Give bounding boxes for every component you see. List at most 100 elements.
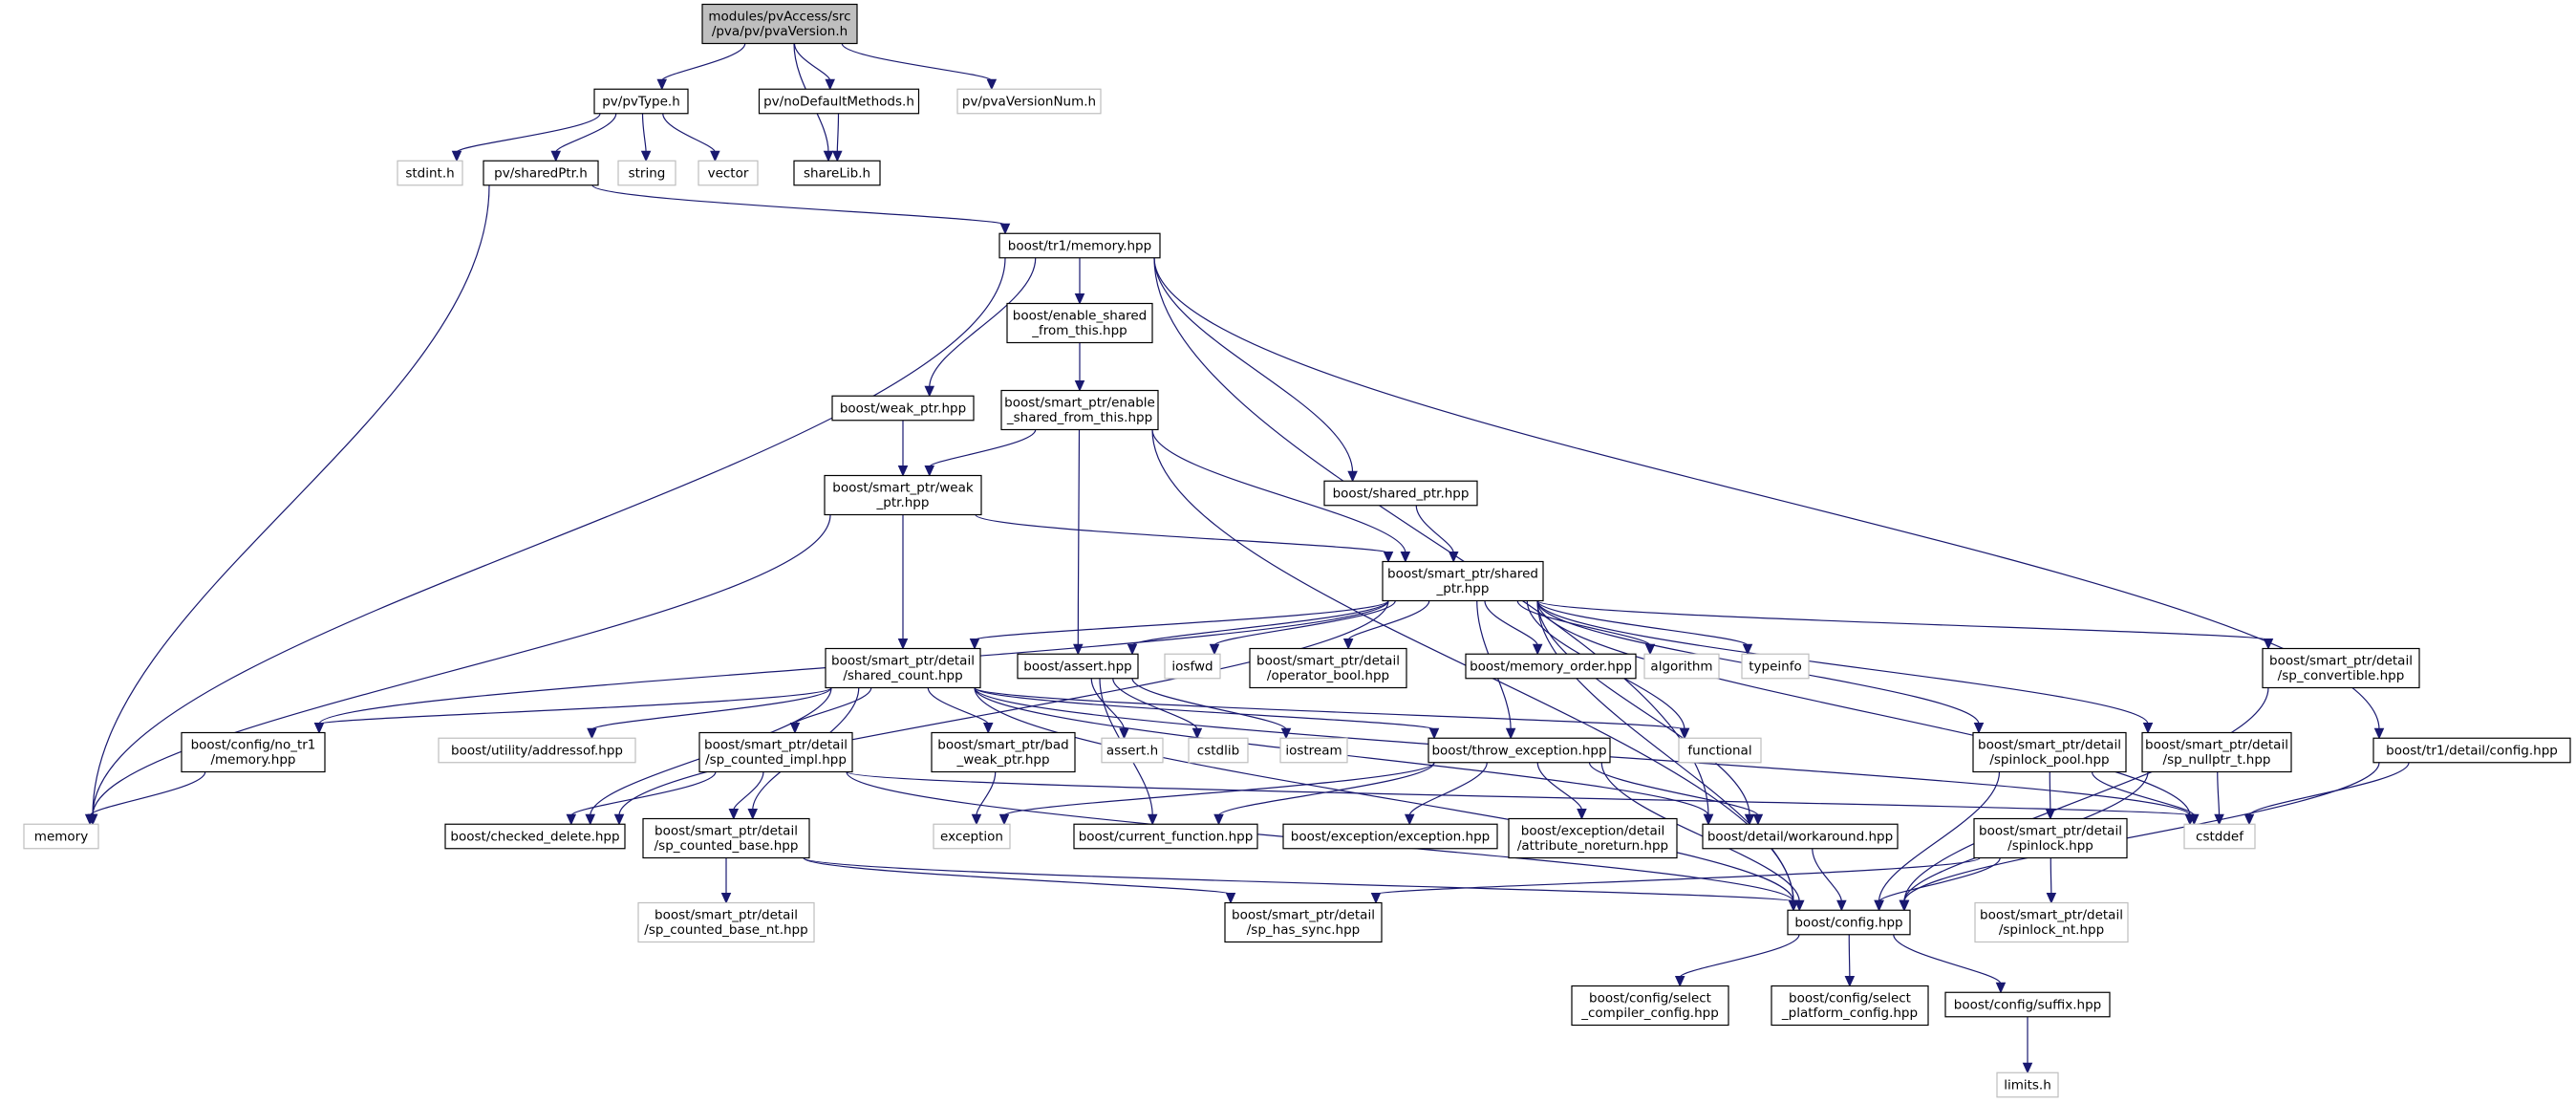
- node-badWeakPtr[interactable]: boost/smart_ptr/bad_weak_ptr.hpp: [931, 731, 1076, 773]
- edge-spSharedPtr-to-spNullptr: [1536, 600, 2154, 734]
- node-throwException[interactable]: boost/throw_exception.hpp: [1428, 737, 1611, 764]
- node-attrNoreturn[interactable]: boost/exception/detail/attribute_noretur…: [1508, 817, 1678, 859]
- edge-spinlock-to-spinlockNt: [2046, 857, 2057, 904]
- node-checkedDelete[interactable]: boost/checked_delete.hpp: [444, 823, 626, 850]
- node-box: [1249, 647, 1407, 689]
- node-spSharedPtr[interactable]: boost/smart_ptr/shared_ptr.hpp: [1382, 560, 1544, 602]
- node-label: boost/smart_ptr/enable: [1004, 396, 1155, 411]
- node-shareLib[interactable]: shareLib.h: [793, 160, 881, 186]
- edge-sharedPtr-to-tr1memory: [591, 184, 1011, 235]
- edge-spinlock-to-configHpp: [1874, 857, 2001, 912]
- node-label: boost/smart_ptr/detail: [2145, 738, 2288, 753]
- node-label: /shared_count.hpp: [843, 668, 962, 683]
- node-tr1memory[interactable]: boost/tr1/memory.hpp: [998, 232, 1161, 259]
- edge-spNullptr-to-cstddef: [2214, 771, 2224, 826]
- node-label: /sp_counted_impl.hpp: [705, 752, 847, 768]
- node-suffix[interactable]: boost/config/suffix.hpp: [1944, 991, 2111, 1018]
- node-label: boost/shared_ptr.hpp: [1333, 486, 1470, 501]
- edge-noTr1memory-to-memory: [84, 771, 206, 826]
- node-noTr1memory[interactable]: boost/config/no_tr1/memory.hpp: [181, 731, 326, 773]
- node-box: [438, 737, 636, 764]
- node-spinlock[interactable]: boost/smart_ptr/detail/spinlock.hpp: [1973, 817, 2128, 859]
- node-label: stdint.h: [405, 165, 454, 181]
- node-label: cstdlib: [1197, 743, 1239, 758]
- node-box: [2372, 737, 2571, 764]
- node-box: [956, 88, 1102, 115]
- node-label: boost/config/select: [1789, 991, 1911, 1007]
- node-label: /attribute_noreturn.hpp: [1517, 838, 1668, 854]
- edge-spSharedPtr-to-operatorBool: [1342, 600, 1430, 650]
- node-box: [617, 160, 676, 186]
- node-label: iosfwd: [1171, 659, 1213, 674]
- node-label: boost/current_function.hpp: [1079, 829, 1254, 844]
- node-memory: memory: [23, 823, 99, 850]
- node-box: [698, 160, 759, 186]
- node-label: shareLib.h: [804, 165, 870, 181]
- node-workaround[interactable]: boost/detail/workaround.hpp: [1702, 823, 1899, 850]
- node-box: [397, 160, 463, 186]
- node-label: boost/exception/exception.hpp: [1291, 829, 1490, 844]
- node-spConvertible[interactable]: boost/smart_ptr/detail/sp_convertible.hp…: [2262, 647, 2420, 689]
- node-sharedPtrHpp[interactable]: boost/shared_ptr.hpp: [1323, 480, 1478, 507]
- node-box: [1678, 737, 1762, 764]
- node-pvType[interactable]: pv/pvType.h: [593, 88, 689, 115]
- node-label: boost/config.hpp: [1794, 915, 1902, 930]
- node-spNullptr[interactable]: boost/smart_ptr/detail/sp_nullptr_t.hpp: [2141, 731, 2292, 773]
- node-label: string: [629, 165, 666, 181]
- node-box: [642, 817, 810, 859]
- node-box: [998, 232, 1161, 259]
- node-assertH: assert.h: [1101, 737, 1164, 764]
- node-selectCompiler[interactable]: boost/config/select_compiler_config.hpp: [1571, 985, 1729, 1027]
- node-label: boost/exception/detail: [1521, 824, 1664, 839]
- node-algorithm: algorithm: [1643, 653, 1720, 680]
- node-tr1config[interactable]: boost/tr1/detail/config.hpp: [2372, 737, 2571, 764]
- node-spEnableShared[interactable]: boost/smart_ptr/enable_shared_from_this.…: [1000, 389, 1159, 431]
- node-spHasSync[interactable]: boost/smart_ptr/detail/sp_has_sync.hpp: [1224, 901, 1383, 943]
- node-root[interactable]: modules/pvAccess/src/pva/pv/pvaVersion.h: [701, 3, 858, 45]
- node-configHpp[interactable]: boost/config.hpp: [1787, 909, 1911, 936]
- node-box: [1428, 737, 1611, 764]
- edge-noDefault-to-shareLib: [832, 113, 843, 162]
- edge-sharedCount-to-spCountedImpl: [789, 687, 872, 734]
- node-label: limits.h: [2004, 1077, 2051, 1093]
- node-label: algorithm: [1650, 659, 1712, 674]
- node-label: _ptr.hpp: [876, 495, 930, 510]
- node-spCountedBase[interactable]: boost/smart_ptr/detail/sp_counted_base.h…: [642, 817, 810, 859]
- node-selectPlatform[interactable]: boost/config/select_platform_config.hpp: [1771, 985, 1929, 1027]
- node-box: [2183, 823, 2256, 850]
- node-box: [1702, 823, 1899, 850]
- node-weakPtr[interactable]: boost/weak_ptr.hpp: [831, 395, 975, 422]
- node-box: [1974, 901, 2129, 943]
- node-operatorBool[interactable]: boost/smart_ptr/detail/operator_bool.hpp: [1249, 647, 1407, 689]
- node-assertHpp[interactable]: boost/assert.hpp: [1017, 653, 1139, 680]
- node-spCountedImpl[interactable]: boost/smart_ptr/detail/sp_counted_impl.h…: [698, 731, 853, 773]
- edge-tr1config-to-configHpp: [1899, 762, 2380, 912]
- node-exceptionHpp[interactable]: boost/exception/exception.hpp: [1282, 823, 1498, 850]
- edge-root-to-pvaVersionNum: [841, 43, 998, 91]
- node-label: boost/utility/addressof.hpp: [451, 743, 623, 758]
- edge-throwException-to-configHpp: [1600, 762, 1805, 912]
- node-label: boost/smart_ptr/shared: [1387, 567, 1538, 582]
- node-noDefault[interactable]: pv/noDefaultMethods.h: [758, 88, 920, 115]
- edge-spEnableShared-to-spWeakPtr: [924, 429, 1037, 477]
- edge-configHpp-to-selectCompiler: [1674, 934, 1800, 987]
- edge-throwException-to-exception: [998, 762, 1435, 826]
- edge-spSharedPtr-to-assertHpp: [1127, 600, 1389, 656]
- node-label: vector: [708, 165, 749, 181]
- node-label: _compiler_config.hpp: [1580, 1006, 1719, 1021]
- node-sharedCount[interactable]: boost/smart_ptr/detail/shared_count.hpp: [825, 647, 981, 689]
- node-sharedPtr[interactable]: pv/sharedPtr.h: [483, 160, 599, 186]
- node-label: /sp_counted_base.hpp: [655, 838, 799, 854]
- node-iosfwd: iosfwd: [1164, 653, 1221, 680]
- node-label: _from_this.hpp: [1031, 323, 1127, 338]
- node-memoryOrder[interactable]: boost/memory_order.hpp: [1465, 653, 1637, 680]
- edge-throwException-to-currentFunction: [1213, 762, 1435, 826]
- node-label: /sp_convertible.hpp: [2278, 668, 2405, 683]
- node-box: [1944, 991, 2111, 1018]
- node-spWeakPtr[interactable]: boost/smart_ptr/weak_ptr.hpp: [824, 474, 982, 516]
- node-spinlockPool[interactable]: boost/smart_ptr/detail/spinlock_pool.hpp: [1972, 731, 2127, 773]
- node-label: pv/pvaVersionNum.h: [962, 94, 1096, 109]
- node-enableShared[interactable]: boost/enable_shared_from_this.hpp: [1006, 302, 1153, 344]
- edge-pvType-to-stdint: [451, 113, 601, 162]
- node-currentFunction[interactable]: boost/current_function.hpp: [1073, 823, 1258, 850]
